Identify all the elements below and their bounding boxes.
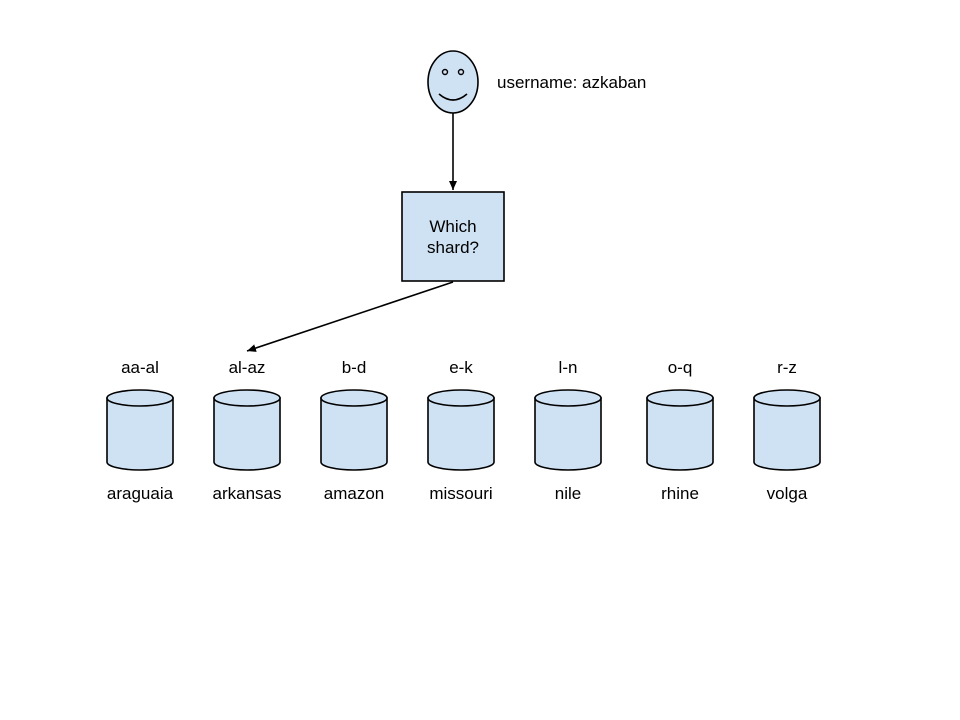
shard-missouri: e-k missouri — [427, 358, 495, 503]
router-label-line2: shard? — [427, 238, 479, 257]
database-cylinder-icon — [753, 389, 821, 471]
shard-name-label: arkansas — [213, 484, 282, 503]
username-label: username: azkaban — [497, 73, 646, 92]
database-cylinder-icon — [213, 389, 281, 471]
shard-arkansas: al-az arkansas — [213, 358, 282, 503]
shard-range-label: b-d — [342, 358, 367, 377]
shard-range-label: l-n — [559, 358, 578, 377]
shard-name-label: volga — [767, 484, 808, 503]
database-cylinder-icon — [427, 389, 495, 471]
database-cylinder-icon — [534, 389, 602, 471]
shard-volga: r-z volga — [753, 358, 821, 503]
shard-range-label: aa-al — [121, 358, 159, 377]
shard-name-label: rhine — [661, 484, 699, 503]
shard-amazon: b-d amazon — [320, 358, 388, 503]
database-cylinder-icon — [646, 389, 714, 471]
shard-name-label: nile — [555, 484, 581, 503]
shard-nile: l-n nile — [534, 358, 602, 503]
router-box — [401, 191, 505, 282]
shard-name-label: amazon — [324, 484, 384, 503]
database-cylinder-icon — [320, 389, 388, 471]
shard-range-label: al-az — [229, 358, 266, 377]
smiley-face-icon — [427, 50, 479, 114]
shard-range-label: o-q — [668, 358, 693, 377]
user-node: username: azkaban — [427, 50, 646, 114]
router-to-shard-arrow — [246, 281, 454, 352]
shard-range-label: e-k — [449, 358, 473, 377]
shard-name-label: missouri — [429, 484, 492, 503]
shard-name-label: araguaia — [107, 484, 174, 503]
shard-araguaia: aa-al araguaia — [106, 358, 174, 503]
router-node: Which shard? — [401, 191, 505, 282]
shard-rhine: o-q rhine — [646, 358, 714, 503]
shard-range-label: r-z — [777, 358, 797, 377]
database-cylinder-icon — [106, 389, 174, 471]
shard-list: aa-al araguaia al-az arkansas b-d amazon e-k mi… — [106, 358, 821, 503]
router-label-line1: Which — [429, 217, 476, 236]
